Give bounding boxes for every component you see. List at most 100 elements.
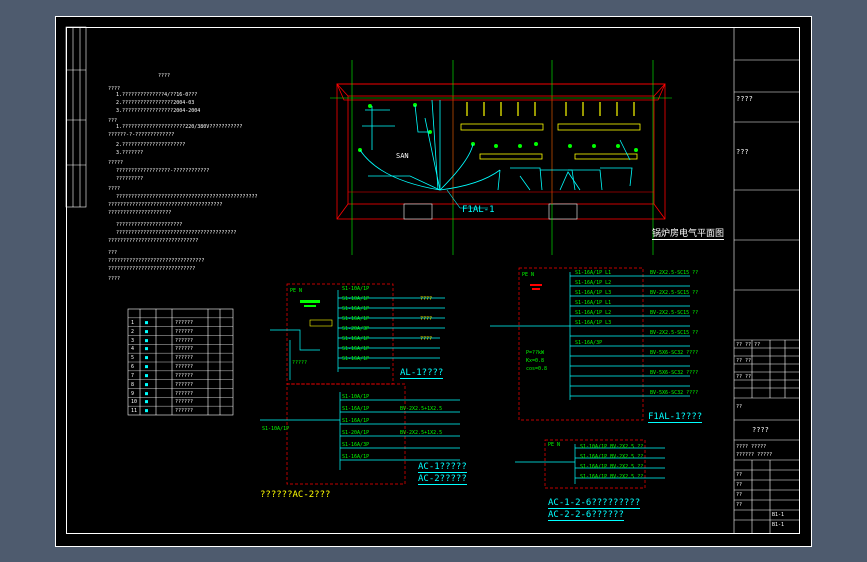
panel-title-al1: AL-1???? (400, 368, 444, 379)
legend-symbol-icon: ■ (145, 328, 149, 335)
legend-symbol-icon: ■ (145, 346, 149, 353)
circuit-label: PE N (548, 442, 561, 448)
notes-line: ????????????????????????????? (108, 266, 196, 272)
panel-f1al (490, 272, 690, 400)
circuit-label: S1-16A/1P (342, 336, 370, 342)
legend-row-desc: ?????? (175, 408, 194, 415)
circuit-label: S1-16A/1P L3 (575, 320, 612, 326)
notes-line: ????????????????????? (108, 210, 172, 216)
title-block-text: ?? (736, 404, 743, 410)
legend-row-number: 8 (131, 381, 135, 388)
legend-row-desc: ?????? (175, 355, 194, 362)
title-block (733, 27, 800, 534)
circuit-label: BV-5X6-SC32 ???? (650, 350, 699, 356)
notes-line: 1.??????????????4/??16-0??? (116, 92, 198, 98)
legend-row-desc: ?????? (175, 399, 194, 406)
legend-row-desc: ?????? (175, 390, 194, 397)
panel-title-f1al: F1AL-1???? (648, 412, 703, 423)
circuit-label: S1-16A/1P L2 (575, 280, 612, 286)
notes-line: ?????????????????????? (116, 222, 183, 228)
circuit-label: Kx=0.8 (526, 358, 545, 364)
panel-al1 (270, 290, 445, 380)
title-block-code: B1-1 (772, 522, 785, 528)
f1al-ground (530, 284, 542, 290)
title-block-text: ???? (752, 426, 769, 434)
panel-bottom-ac1: AC-1????? (418, 462, 467, 473)
notes-line: ?????????????????????????????????????? (108, 202, 223, 208)
legend-symbol-icon: ■ (145, 390, 149, 397)
legend-row-lines (128, 317, 233, 407)
panel-frames (286, 267, 646, 489)
title-block-text: ???? (736, 95, 753, 103)
circuit-label: ????? (292, 360, 308, 366)
title-block-code: B1-1 (772, 512, 785, 518)
notes-line: ??? (108, 118, 118, 124)
circuit-label: BV-2X2.5+1X2.5 (400, 430, 443, 436)
notes-line: ???????????????????????????????????????? (116, 230, 237, 236)
legend-row-number: 6 (131, 364, 135, 370)
floor-plan (330, 60, 672, 255)
panel-title-small-b: AC-2-2-6?????? (548, 510, 624, 521)
circuit-label: PE N (290, 288, 303, 294)
title-block-text: ?? ?? ?? (736, 342, 761, 348)
circuit-label: S1-16A/1P BV-2X2.5 ?? (580, 474, 644, 480)
notes-line: ??????????????????-???????????? (116, 168, 210, 174)
legend-symbol-icon: ■ (145, 381, 149, 388)
notes-line: 2.?????????????????2004-03 (116, 100, 195, 106)
legend-row-number: 7 (131, 372, 135, 379)
title-block-text: ?? (736, 482, 743, 488)
notes-line: 3.??????? (116, 150, 144, 156)
circuit-label: BV-2X2.5-SC15 ?? (650, 330, 699, 336)
notes-line: ??? (108, 250, 118, 256)
circuit-label: ???? (420, 316, 433, 322)
legend-symbol-icon: ■ (145, 372, 149, 379)
notes-line: ?????????????????????????????? (108, 238, 199, 244)
legend-symbol-icon: ■ (145, 355, 149, 362)
legend-row-desc: ?????? (175, 319, 194, 326)
legend-symbol-icon: ■ (145, 408, 149, 415)
circuit-label: S1-10A/1P (342, 286, 370, 292)
legend-row-number: 3 (131, 337, 135, 344)
circuit-label: S1-16A/1P BV-2X2.5 ?? (580, 454, 644, 460)
legend-symbol-icon: ■ (145, 337, 149, 344)
room-label: SAN (396, 152, 409, 160)
title-block-text: ?? (736, 502, 743, 508)
legend-row-number: 4 (131, 346, 135, 353)
circuit-label: S1-16A/1P (342, 356, 370, 362)
legend-symbol-icon: ■ (145, 319, 149, 326)
circuit-label: S1-16A/1P (342, 316, 370, 322)
circuit-label: S1-16A/1P (342, 306, 370, 312)
circuit-label: BV-2X2.5-SC15 ?? (650, 290, 699, 296)
circuit-label: BV-2X2.5+1X2.5 (400, 406, 443, 412)
notes-title: ???? (158, 73, 171, 79)
legend-row-desc: ?????? (175, 364, 194, 370)
panel-bottom-ac2: AC-2????? (418, 474, 467, 485)
binding-strip (65, 26, 87, 208)
legend-symbol-icon: ■ (145, 364, 149, 370)
legend-row-desc: ?????? (175, 328, 194, 335)
circuit-label: S1-16A/1P L1 (575, 300, 612, 306)
legend-row-number: 11 (131, 408, 138, 415)
drawing-border (55, 16, 812, 547)
legend-symbol-icon: ■ (145, 399, 149, 406)
title-block-text: ?? (736, 492, 743, 498)
circuit-label: S1-16A/1P L3 (575, 290, 612, 296)
circuit-label: S1-16A/1P BV-2X2.5 ?? (580, 464, 644, 470)
circuit-label: S1-10A/1P (342, 394, 370, 400)
legend-row-desc: ?????? (175, 337, 194, 344)
title-block-text: ?? ?? (736, 358, 752, 364)
legend-row-desc: ?????? (175, 372, 194, 379)
circuit-label: S1-16A/1P L2 (575, 310, 612, 316)
circuit-label: cos=0.8 (526, 366, 548, 372)
circuit-label: BV-2X2.5-SC15 ?? (650, 310, 699, 316)
notes-line: 2.????????????????????? (116, 142, 186, 148)
title-block-text: ?????? ????? (736, 452, 773, 458)
circuit-label: S1-10A/1P (262, 426, 290, 432)
circuit-label: ???? (420, 296, 433, 302)
circuit-label: S1-16A/1P (342, 454, 370, 460)
drawing-inner-border (66, 27, 800, 534)
circuit-label: BV-5X6-SC32 ???? (650, 390, 699, 396)
legend-row-number: 1 (131, 319, 135, 326)
